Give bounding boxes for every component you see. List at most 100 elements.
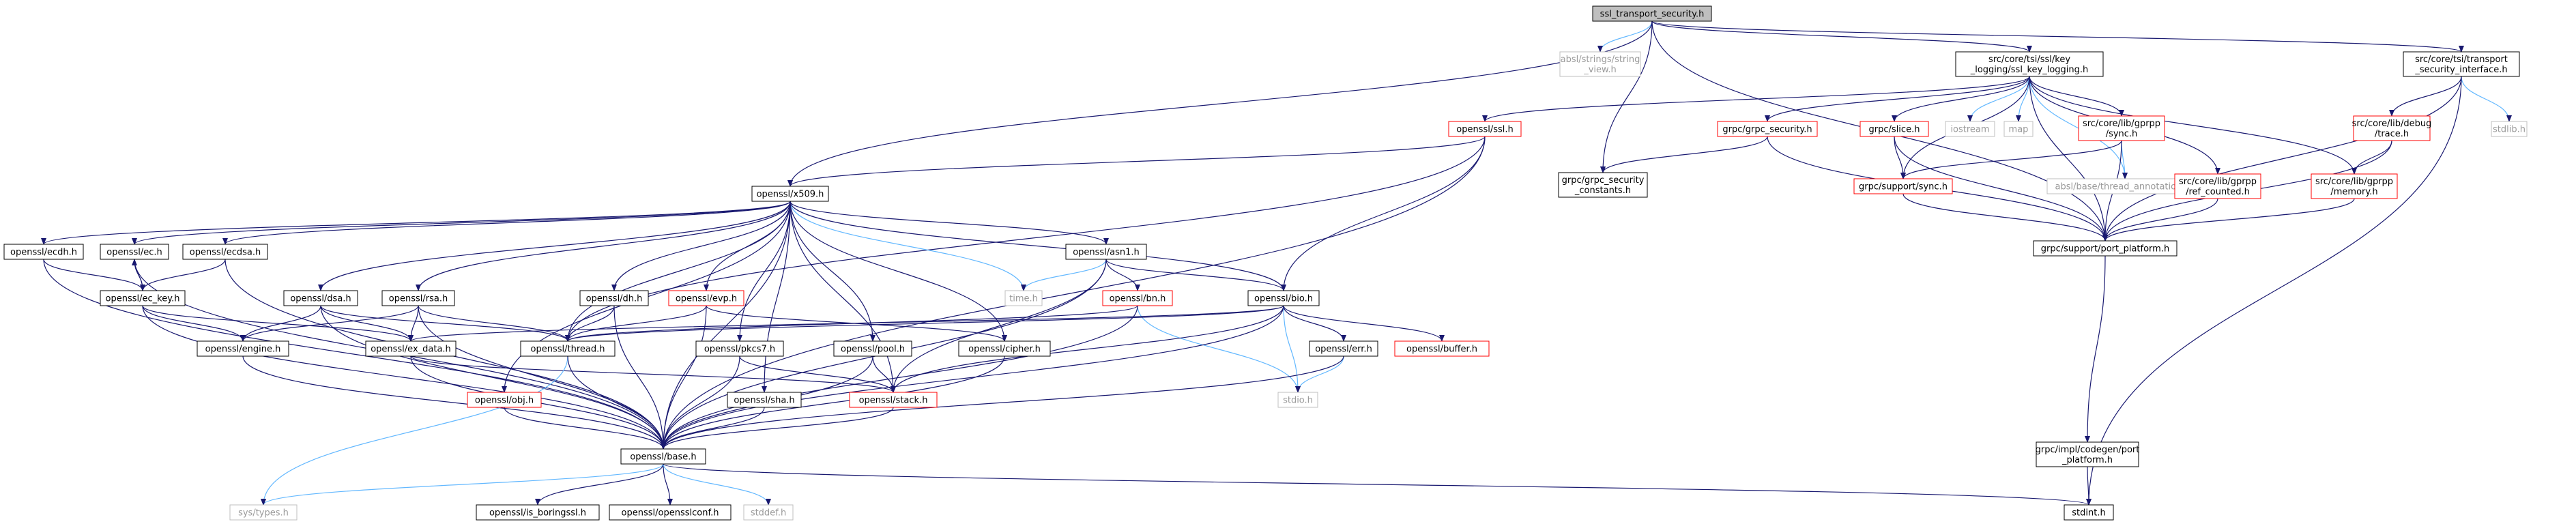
node-grpc-security-constants[interactable]: grpc/grpc_security_constants.h xyxy=(1558,172,1648,198)
node-openssl-err[interactable]: openssl/err.h xyxy=(1309,340,1378,357)
edge-codegen_port_platform-to-stdint xyxy=(2085,466,2092,506)
edge-openssl_ssl-to-openssl_base xyxy=(661,136,1486,450)
node-label: src/core/tsi/ssl/key xyxy=(1988,55,2070,65)
edge-openssl_base-to-is_boringssl xyxy=(535,463,664,506)
node-openssl-engine[interactable]: openssl/engine.h xyxy=(197,340,289,357)
node-ec-key[interactable]: openssl/ec_key.h xyxy=(100,290,186,306)
edge-openssl_bn-to-stdio xyxy=(1137,305,1301,393)
edge-ref_counted-to-port_platform xyxy=(2102,198,2218,242)
edge-gprpp_sync-to-thread_annotations xyxy=(2121,140,2128,179)
node-label: grpc/impl/codegen/port xyxy=(2036,445,2140,455)
node-label: openssl/rsa.h xyxy=(389,294,448,304)
edge-openssl_err-to-stdio xyxy=(1295,355,1344,393)
node-gprpp-sync[interactable]: src/core/lib/gprpp/sync.h xyxy=(2078,115,2165,141)
node-box xyxy=(2311,173,2398,199)
node-openssl-stack[interactable]: openssl/stack.h xyxy=(849,392,938,408)
node-box xyxy=(467,392,542,408)
node-box xyxy=(2003,121,2034,137)
node-label: openssl/cipher.h xyxy=(968,345,1041,355)
edge-openssl_bio-to-openssl_base xyxy=(661,305,1284,450)
node-debug-trace[interactable]: src/core/lib/debug/trace.h xyxy=(2352,115,2432,141)
node-ssl-key-logging[interactable]: src/core/tsi/ssl/key_logging/ssl_key_log… xyxy=(1955,51,2104,77)
node-gprpp-memory[interactable]: src/core/lib/gprpp/memory.h xyxy=(2311,173,2398,199)
node-ex-data[interactable]: openssl/ex_data.h xyxy=(365,340,457,357)
edge-openssl_base-to-sys_types xyxy=(261,463,664,506)
node-openssl-ec[interactable]: openssl/ec.h xyxy=(100,244,169,260)
node-openssl-thread[interactable]: openssl/thread.h xyxy=(520,340,616,357)
edge-gprpp_memory-to-port_platform xyxy=(2102,198,2355,242)
edge-debug_trace-to-gprpp_memory xyxy=(2351,140,2392,175)
node-label: openssl/obj.h xyxy=(475,396,534,406)
node-absl-string-view: absl/strings/string_view.h xyxy=(1559,51,1641,77)
node-stdint[interactable]: stdint.h xyxy=(2064,504,2114,521)
node-openssl-asn1[interactable]: openssl/asn1.h xyxy=(1065,244,1147,260)
node-openssl-ecdsa[interactable]: openssl/ecdsa.h xyxy=(182,244,268,260)
edge-openssl_bio-to-stdio xyxy=(1283,305,1301,393)
node-openssl-ssl[interactable]: openssl/ssl.h xyxy=(1448,121,1522,137)
edge-openssl_sha-to-openssl_base xyxy=(661,407,765,450)
node-label: openssl/engine.h xyxy=(205,345,281,355)
edge-openssl_x509-to-openssl_pool xyxy=(790,201,875,342)
node-box xyxy=(182,244,268,260)
edge-openssl_thread-to-sys_types xyxy=(261,355,568,506)
edge-openssl_x509-to-openssl_ecdsa xyxy=(222,201,791,245)
node-label: stdlib.h xyxy=(2493,125,2526,135)
node-openssl-sha[interactable]: openssl/sha.h xyxy=(727,392,802,408)
node-openssl-dsa[interactable]: openssl/dsa.h xyxy=(283,290,358,306)
edge-grpc_grpc_security-to-grpc_security_constants xyxy=(1600,136,1768,173)
edge-transport_security_interface-to-debug_trace xyxy=(2389,76,2462,117)
node-label: openssl/is_boringssl.h xyxy=(489,508,586,519)
edge-openssl_x509-to-openssl_asn1 xyxy=(790,201,1109,245)
node-stdio: stdio.h xyxy=(1277,392,1318,408)
node-openssl-evp[interactable]: openssl/evp.h xyxy=(668,290,744,306)
node-openssl-x509[interactable]: openssl/x509.h xyxy=(751,186,829,202)
node-box xyxy=(2064,504,2114,521)
edge-openssl_base-to-opensslconf xyxy=(663,463,673,506)
edge-openssl_thread-to-openssl_base xyxy=(567,355,666,450)
edge-ssl_transport_security_h-to-absl_string_view xyxy=(1597,20,1653,53)
node-openssl-cipher[interactable]: openssl/cipher.h xyxy=(958,340,1051,357)
node-label: _view.h xyxy=(1583,65,1617,75)
node-thread-annotations: absl/base/thread_annotations.h xyxy=(2046,178,2203,194)
edge-grpc_support_sync-to-port_platform xyxy=(1902,193,2108,242)
node-codegen-port-platform[interactable]: grpc/impl/codegen/port_platform.h xyxy=(2036,441,2140,467)
node-box xyxy=(2033,240,2177,257)
node-box xyxy=(1247,290,1320,306)
node-label: openssl/bn.h xyxy=(1110,294,1166,304)
node-opensslconf[interactable]: openssl/opensslconf.h xyxy=(609,504,732,521)
edge-openssl_ecdsa-to-ec_key xyxy=(140,259,226,291)
edge-openssl_ecdh-to-ec_key xyxy=(43,259,145,291)
node-openssl-dh[interactable]: openssl/dh.h xyxy=(579,290,649,306)
edge-openssl_dsa-to-ex_data xyxy=(320,305,414,342)
node-box xyxy=(1945,121,1995,137)
node-label: openssl/asn1.h xyxy=(1073,248,1140,258)
node-box xyxy=(1065,244,1147,260)
node-openssl-rsa[interactable]: openssl/rsa.h xyxy=(381,290,455,306)
node-grpc-slice[interactable]: grpc/slice.h xyxy=(1859,121,1929,137)
node-grpc-grpc-security[interactable]: grpc/grpc_security.h xyxy=(1717,121,1818,137)
node-box xyxy=(668,290,744,306)
node-ref-counted[interactable]: src/core/lib/gprpp/ref_counted.h xyxy=(2174,173,2261,199)
node-box xyxy=(520,340,616,357)
node-label: grpc/grpc_security xyxy=(1562,175,1645,186)
node-box xyxy=(2078,115,2165,141)
node-openssl-pool[interactable]: openssl/pool.h xyxy=(833,340,912,357)
node-transport-security-interface[interactable]: src/core/tsi/transport_security_interfac… xyxy=(2403,51,2520,77)
node-grpc-support-sync[interactable]: grpc/support/sync.h xyxy=(1853,178,1953,194)
node-time-h: time.h xyxy=(1004,290,1043,306)
node-openssl-buffer[interactable]: openssl/buffer.h xyxy=(1394,340,1490,357)
node-openssl-bn[interactable]: openssl/bn.h xyxy=(1102,290,1173,306)
node-box xyxy=(365,340,457,357)
node-label: openssl/err.h xyxy=(1315,345,1372,355)
node-openssl-obj[interactable]: openssl/obj.h xyxy=(467,392,542,408)
node-pkcs7[interactable]: openssl/pkcs7.h xyxy=(695,340,784,357)
node-port-platform[interactable]: grpc/support/port_platform.h xyxy=(2033,240,2177,257)
node-openssl-bio[interactable]: openssl/bio.h xyxy=(1247,290,1320,306)
node-label: grpc/grpc_security.h xyxy=(1722,125,1812,135)
node-openssl-base[interactable]: openssl/base.h xyxy=(620,448,706,465)
node-is-boringssl[interactable]: openssl/is_boringssl.h xyxy=(476,504,600,521)
edge-ssl_key_logging-to-gprpp_sync xyxy=(2029,76,2124,117)
edge-ssl_key_logging-to-port_platform xyxy=(2029,76,2108,242)
node-openssl-ecdh[interactable]: openssl/ecdh.h xyxy=(3,244,84,260)
edge-openssl_ssl-to-openssl_x509 xyxy=(787,136,1486,187)
